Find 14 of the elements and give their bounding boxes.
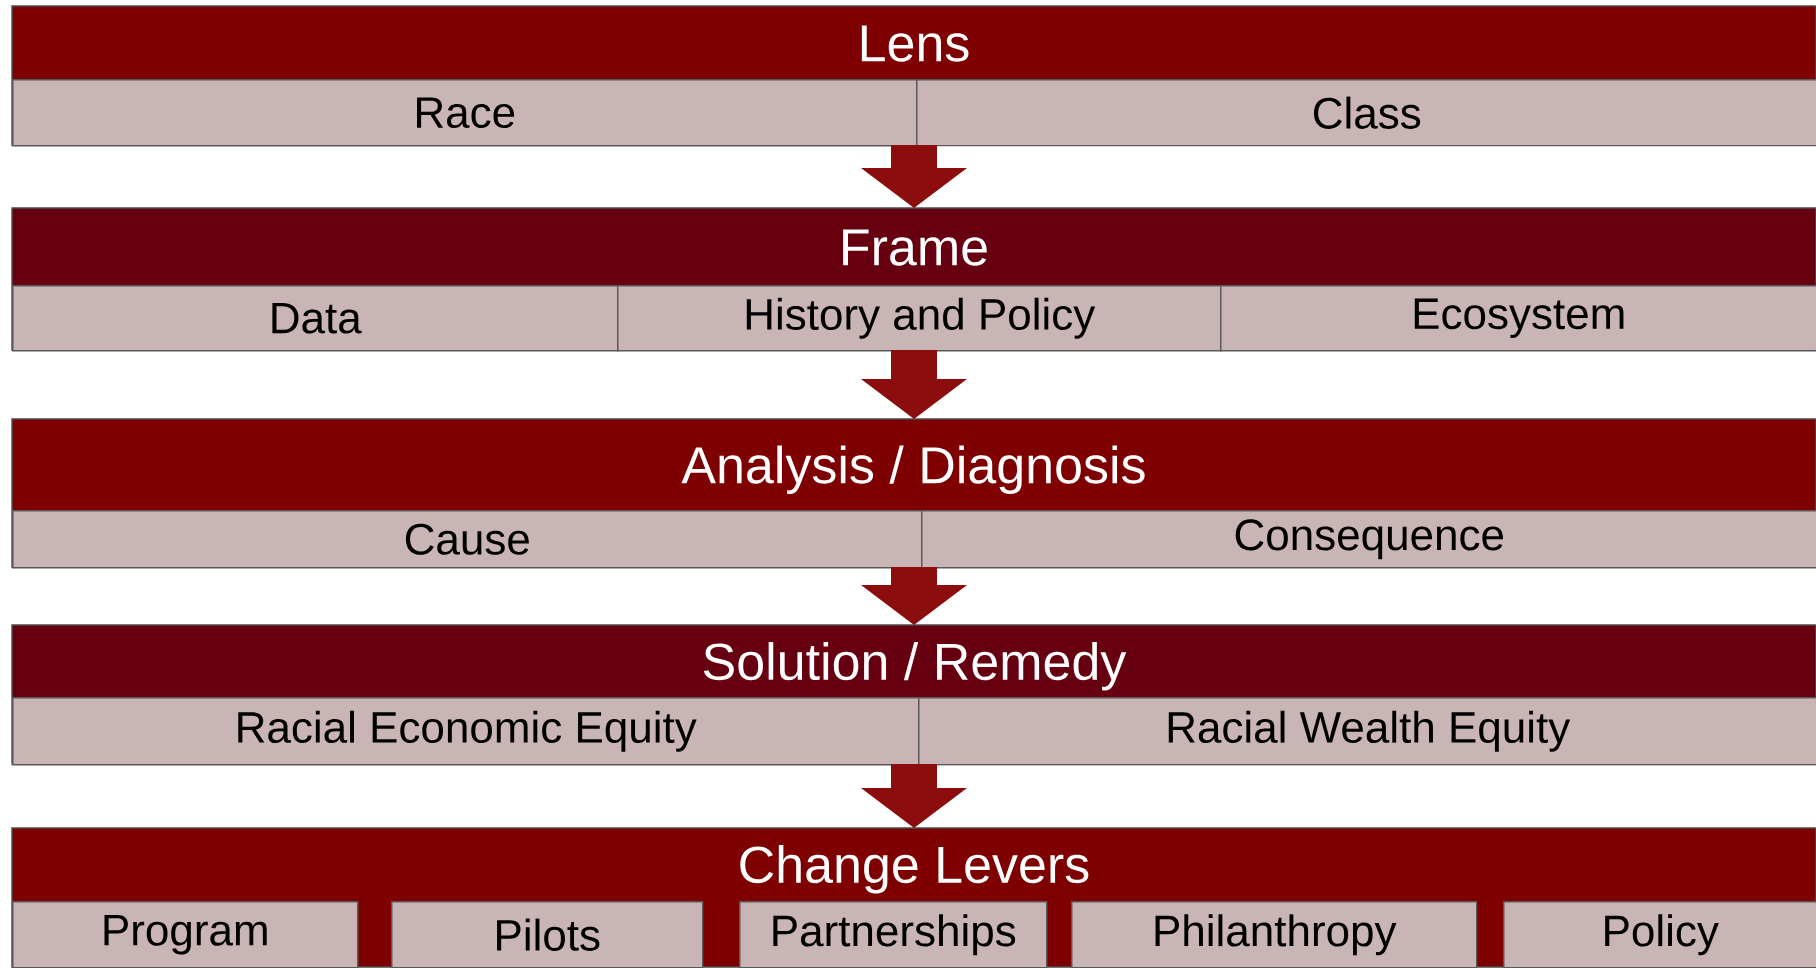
category-box: Consequence <box>921 510 1816 569</box>
category-box: Racial Wealth Equity <box>918 697 1816 766</box>
category-box: History and Policy <box>617 285 1222 352</box>
category-box: Race <box>12 79 918 147</box>
category-box: Cause <box>12 510 923 569</box>
category-box: Pilots <box>391 901 704 968</box>
category-box: Program <box>12 901 359 968</box>
category-box: Policy <box>1503 901 1816 968</box>
category-box: Partnerships <box>739 901 1048 968</box>
category-box: Racial Economic Equity <box>12 697 920 766</box>
category-box: Philanthropy <box>1071 901 1478 968</box>
category-box: Class <box>916 79 1816 147</box>
category-box: Data <box>12 285 619 352</box>
category-box: Ecosystem <box>1220 285 1816 352</box>
